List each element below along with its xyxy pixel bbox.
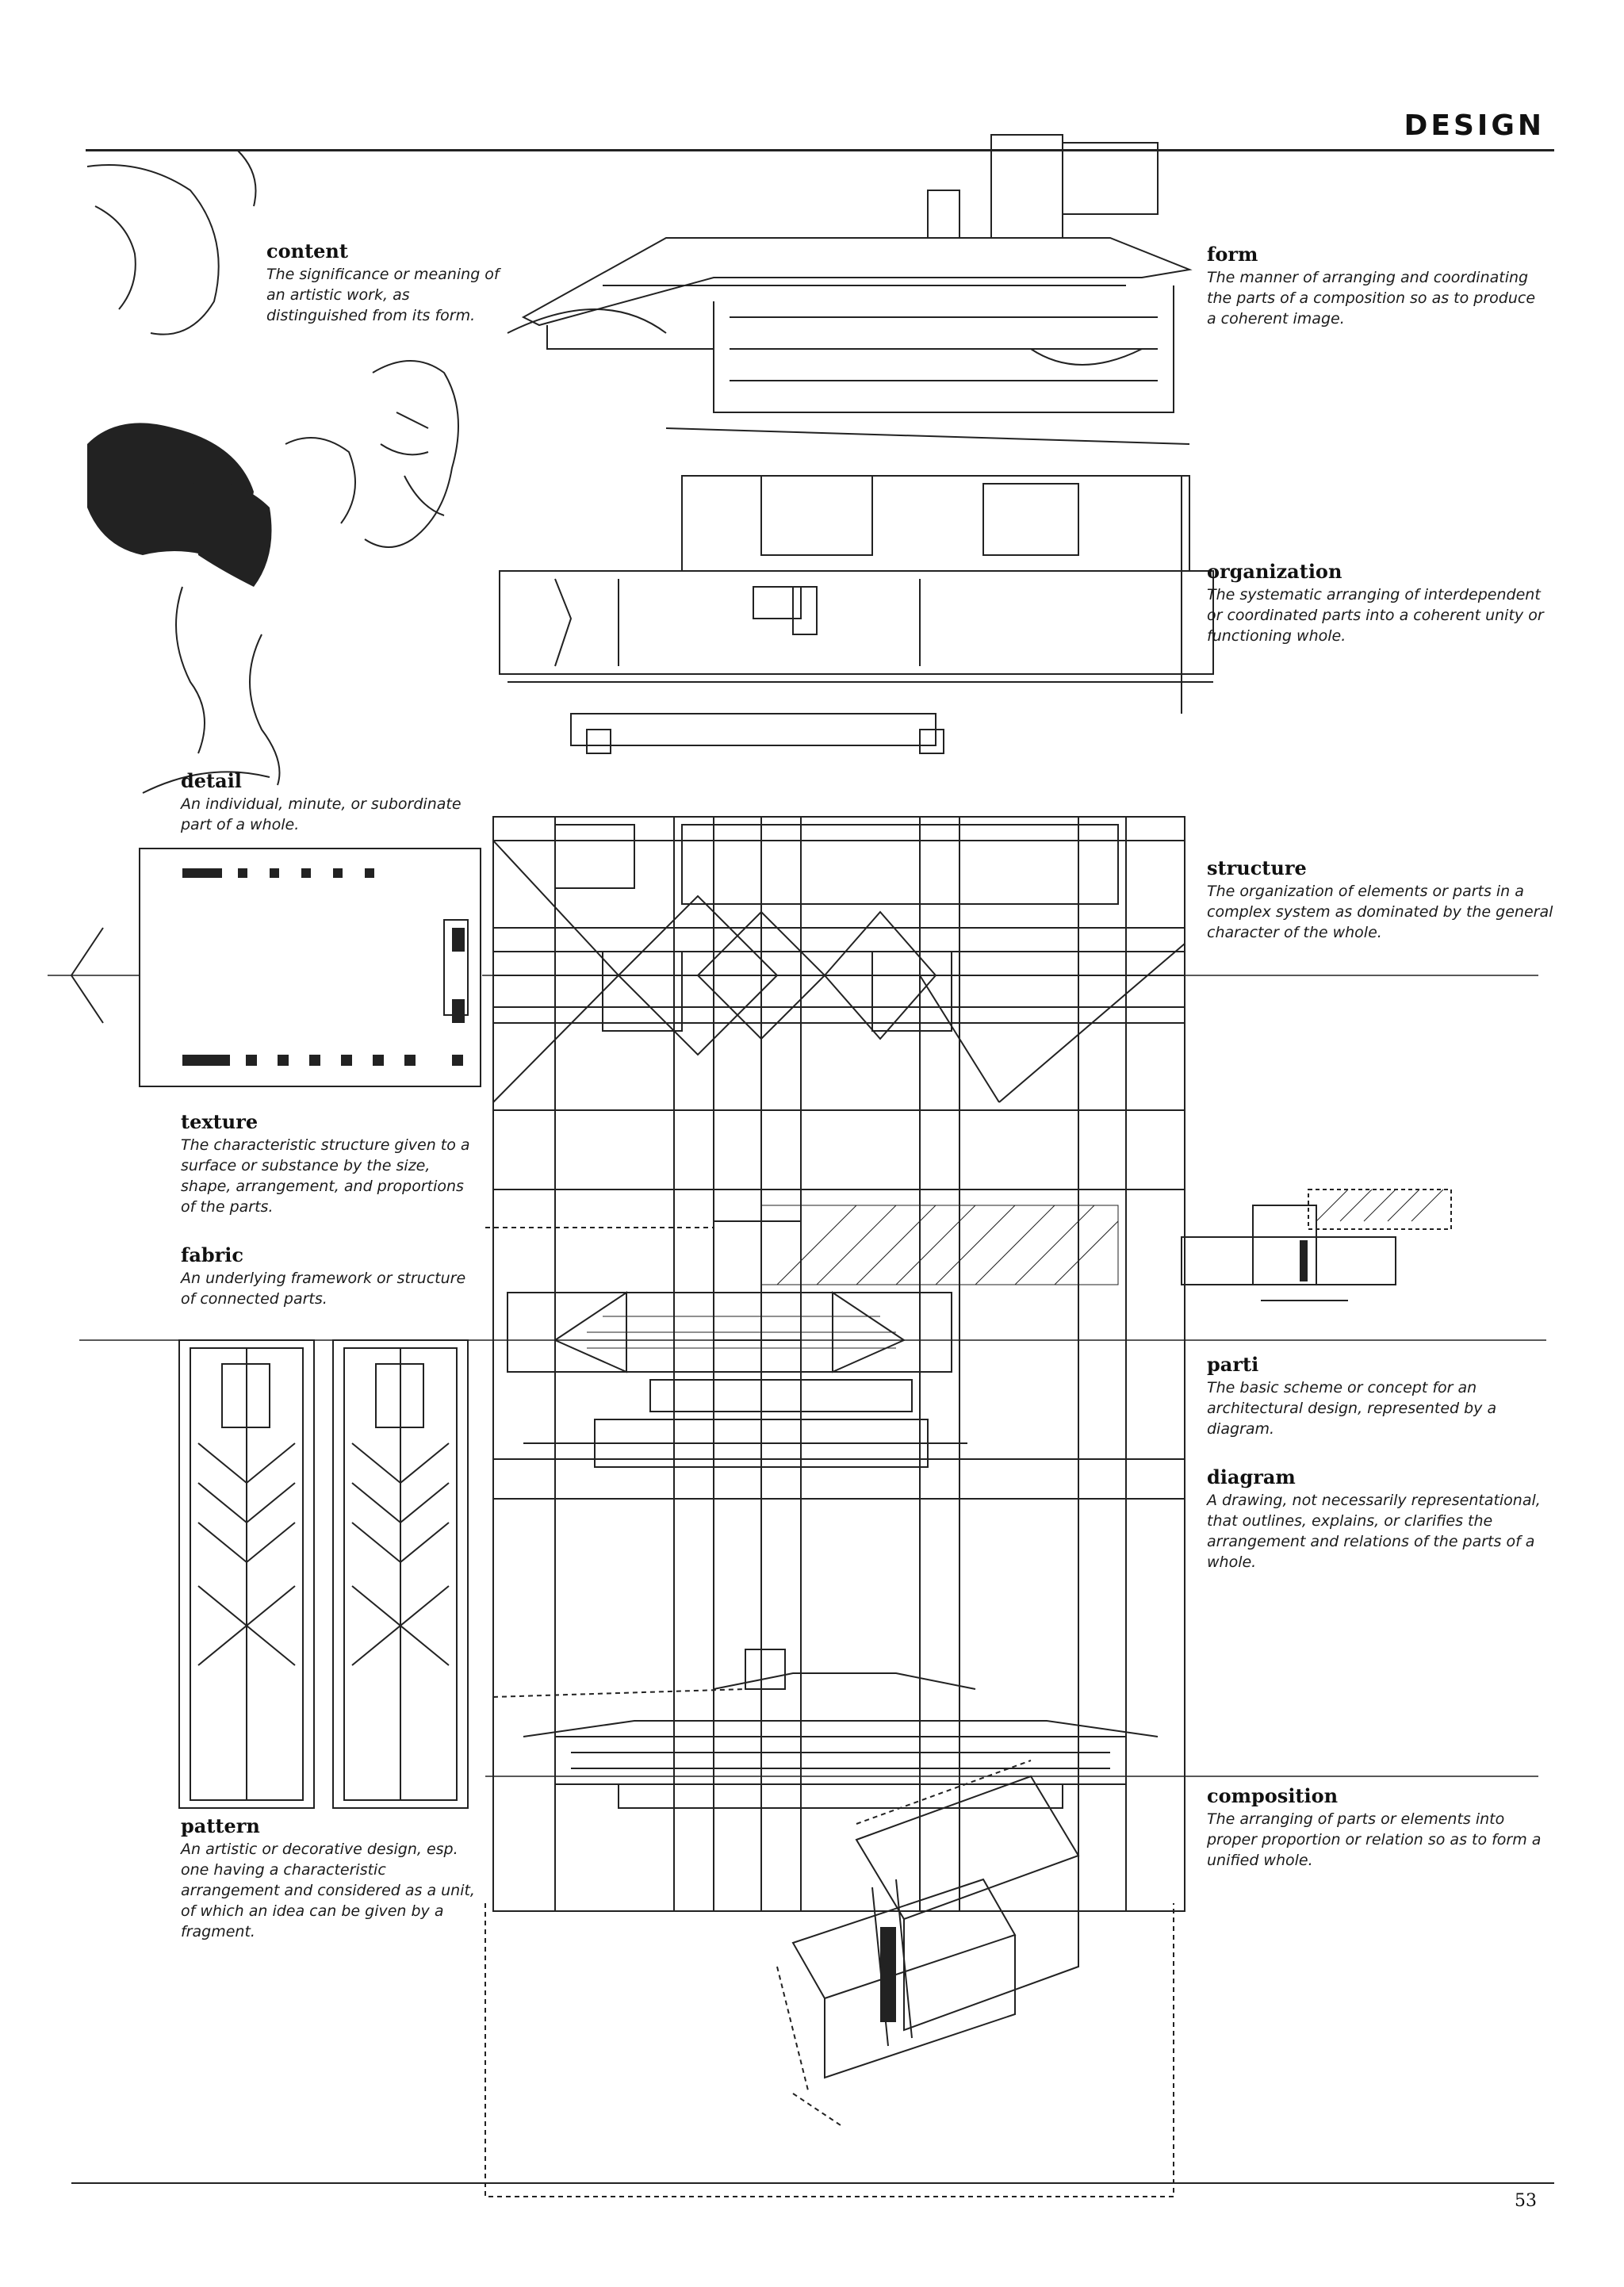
frame-dashed bbox=[485, 1903, 1174, 2197]
hatched-slab bbox=[587, 1205, 1119, 1349]
hair-mass bbox=[87, 423, 272, 587]
text-organization: The systematic arranging of interdepende… bbox=[1207, 586, 1544, 645]
term-parti: parti bbox=[1207, 1353, 1259, 1376]
parti-diagram bbox=[1181, 1189, 1452, 1301]
text-content: The significance or meaning of an artist… bbox=[266, 266, 500, 324]
term-pattern: pattern bbox=[181, 1814, 260, 1837]
text-diagram: A drawing, not necessarily representatio… bbox=[1207, 1492, 1541, 1571]
elevation bbox=[485, 1442, 1538, 1809]
text-detail: An individual, minute, or subordinate pa… bbox=[181, 795, 462, 833]
axonometric-composition bbox=[776, 1760, 1080, 2126]
faces-sketch bbox=[86, 150, 459, 794]
term-organization: organization bbox=[1207, 560, 1342, 583]
text-pattern: An artistic or decorative design, esp. o… bbox=[181, 1841, 475, 1940]
text-parti: The basic scheme or concept for an archi… bbox=[1207, 1379, 1497, 1438]
definition-organization: organization The systematic arranging of… bbox=[1207, 560, 1556, 646]
text-form: The manner of arranging and coordinating… bbox=[1207, 269, 1536, 328]
term-diagram: diagram bbox=[1207, 1465, 1296, 1488]
pattern-window-left bbox=[178, 1339, 315, 1809]
text-structure: The organization of elements or parts in… bbox=[1207, 883, 1553, 941]
definition-texture: texture The characteristic structure giv… bbox=[181, 1110, 474, 1217]
regulating-grid bbox=[492, 816, 1185, 1912]
term-structure: structure bbox=[1207, 856, 1307, 879]
definition-composition: composition The arranging of parts or el… bbox=[1207, 1784, 1548, 1871]
text-fabric: An underlying framework or structure of … bbox=[181, 1270, 466, 1308]
text-texture: The characteristic structure given to a … bbox=[181, 1136, 470, 1216]
term-content: content bbox=[266, 239, 348, 262]
definition-structure: structure The organization of elements o… bbox=[1207, 856, 1556, 943]
term-fabric: fabric bbox=[181, 1243, 244, 1266]
floor-plan bbox=[499, 475, 1214, 754]
header-rule bbox=[86, 149, 1554, 151]
definition-fabric: fabric An underlying framework or struct… bbox=[181, 1243, 474, 1309]
term-composition: composition bbox=[1207, 1784, 1339, 1807]
fabric-plan bbox=[507, 1220, 952, 1468]
definition-content: content The significance or meaning of a… bbox=[266, 239, 512, 326]
section-title: DESIGN bbox=[1404, 109, 1545, 142]
definition-form: form The manner of arranging and coordin… bbox=[1207, 243, 1548, 329]
house-perspective bbox=[507, 134, 1193, 445]
term-detail: detail bbox=[181, 769, 242, 792]
pattern-window-right bbox=[332, 1339, 469, 1809]
definition-detail: detail An individual, minute, or subordi… bbox=[181, 769, 466, 835]
definition-parti: parti The basic scheme or concept for an… bbox=[1207, 1353, 1524, 1439]
definition-pattern: pattern An artistic or decorative design… bbox=[181, 1814, 482, 1942]
term-texture: texture bbox=[181, 1110, 259, 1133]
page-number: 53 bbox=[1515, 2191, 1537, 2211]
text-composition: The arranging of parts or elements into … bbox=[1207, 1810, 1542, 1869]
detail-piers bbox=[182, 868, 465, 1066]
definition-diagram: diagram A drawing, not necessarily repre… bbox=[1207, 1465, 1548, 1573]
term-form: form bbox=[1207, 243, 1258, 266]
footer-rule bbox=[71, 2182, 1554, 2184]
